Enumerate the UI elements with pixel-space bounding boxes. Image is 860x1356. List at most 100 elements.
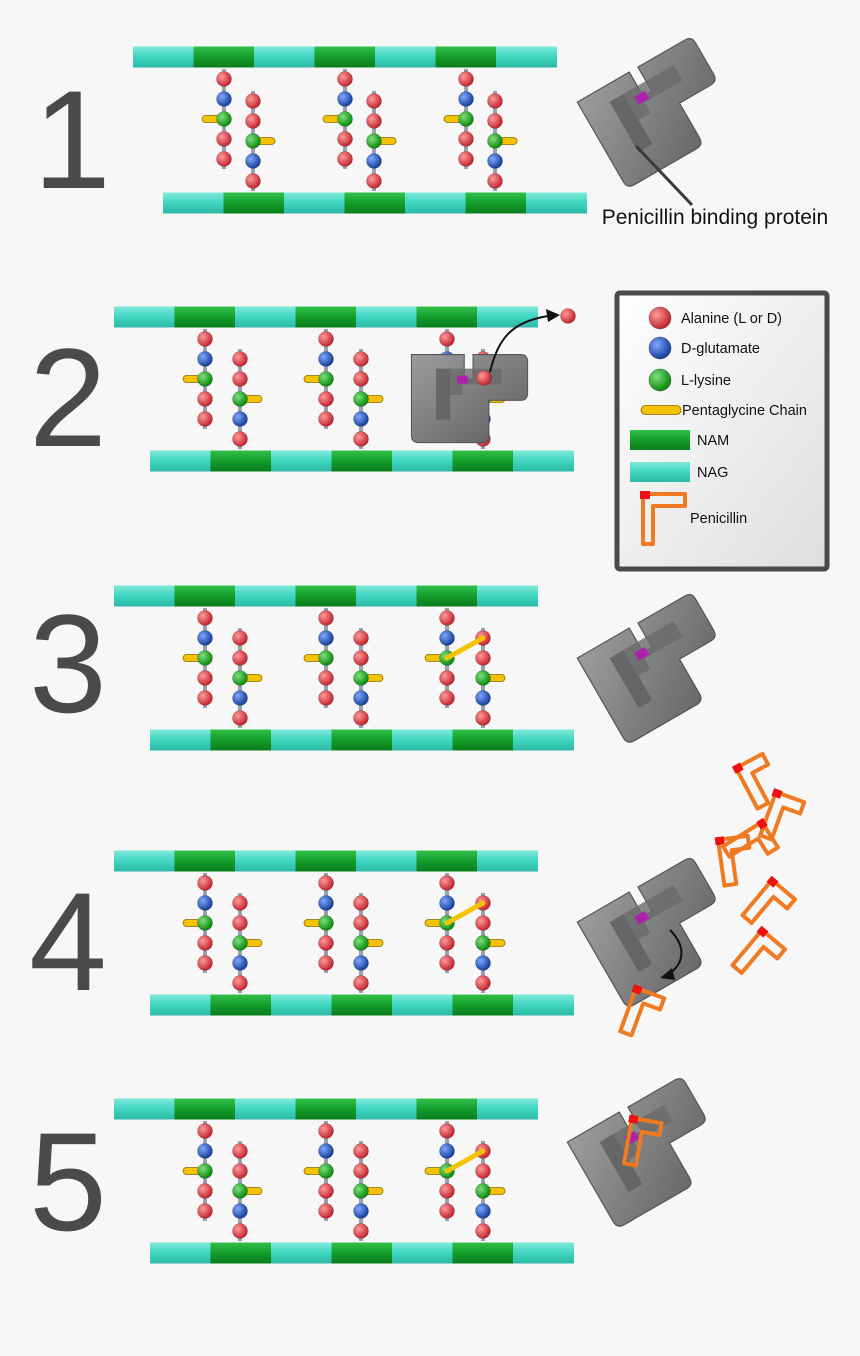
glycan-strand-top xyxy=(114,306,538,328)
alanine-bead xyxy=(475,1163,491,1179)
nag-segment xyxy=(513,450,574,472)
lysine-bead xyxy=(232,391,248,407)
alanine-bead xyxy=(439,331,455,347)
peptide-chain-lower xyxy=(475,628,506,728)
alanine-bead xyxy=(353,1163,369,1179)
peptide-chain-lower xyxy=(353,628,384,728)
glutamate-bead xyxy=(216,91,232,107)
glutamate-bead xyxy=(475,690,491,706)
nag-segment xyxy=(114,1098,175,1120)
nam-segment xyxy=(210,1242,272,1264)
lysine-bead xyxy=(232,935,248,951)
pbp-pocket xyxy=(623,64,683,120)
lysine-bead xyxy=(318,371,334,387)
binding-arrowhead xyxy=(660,968,675,980)
alanine-bead xyxy=(366,93,382,109)
nag-segment xyxy=(513,994,574,1016)
nag-segment xyxy=(284,192,345,214)
alanine-bead xyxy=(216,131,232,147)
nam-segment xyxy=(344,192,406,214)
legend-label: D-glutamate xyxy=(681,341,760,357)
alanine-bead xyxy=(232,895,248,911)
active-site xyxy=(634,910,650,925)
pbp-groove xyxy=(609,93,653,153)
lysine-bead xyxy=(337,111,353,127)
pbp-body xyxy=(576,38,716,187)
penicillin-body xyxy=(720,820,780,859)
penicillin-binding-protein-5 xyxy=(566,1078,706,1227)
alanine-bead xyxy=(197,1203,213,1219)
alanine-bead xyxy=(245,93,261,109)
nam-segment xyxy=(295,1098,357,1120)
glutamate-bead xyxy=(475,955,491,971)
glutamate-bead xyxy=(318,351,334,367)
glutamate-bead xyxy=(475,1203,491,1219)
glycan-strand-top xyxy=(133,46,557,68)
lysine-bead xyxy=(458,111,474,127)
glycan-strand-top xyxy=(114,585,538,607)
glutamate-bead xyxy=(353,1203,369,1219)
alanine-bead xyxy=(366,113,382,129)
nag-segment xyxy=(235,585,296,607)
penicillin-beta-lactam xyxy=(714,836,725,846)
glutamate-bead xyxy=(318,1143,334,1159)
alanine-bead xyxy=(318,875,334,891)
alanine-bead xyxy=(475,650,491,666)
pbp-pocket xyxy=(623,620,683,676)
alanine-bead xyxy=(439,610,455,626)
alanine-bead xyxy=(458,131,474,147)
peptide-chain-upper xyxy=(443,69,474,169)
alanine-bead xyxy=(439,1203,455,1219)
nag-segment xyxy=(526,192,587,214)
alanine-bead xyxy=(232,915,248,931)
peptide-chain-lower xyxy=(232,893,263,993)
nag-segment xyxy=(405,192,466,214)
alanine-bead xyxy=(318,690,334,706)
lysine-bead xyxy=(353,670,369,686)
lysine-bead xyxy=(475,670,491,686)
glycan-strand-bottom xyxy=(150,994,574,1016)
alanine-bead xyxy=(197,670,213,686)
alanine-bead xyxy=(232,1143,248,1159)
nag-segment xyxy=(477,1098,538,1120)
nam-segment xyxy=(331,994,393,1016)
legend-item: NAG xyxy=(630,462,728,482)
penicillin-molecule xyxy=(731,751,771,811)
alanine-bead xyxy=(439,690,455,706)
penicillin-molecule-bound xyxy=(622,1114,664,1168)
lysine-bead xyxy=(197,1163,213,1179)
peptide-chain-upper xyxy=(182,329,213,429)
peptide-chain-lower xyxy=(232,1141,263,1241)
alanine-bead xyxy=(439,935,455,951)
glycan-strand-top xyxy=(114,850,538,872)
glycan-strand-bottom xyxy=(150,729,574,751)
nag-segment xyxy=(477,306,538,328)
alanine-bead xyxy=(197,935,213,951)
legend-item: D-glutamate xyxy=(648,336,760,360)
lysine-bead xyxy=(353,1183,369,1199)
release-arrow xyxy=(489,315,549,373)
peptide-chain-lower xyxy=(475,893,506,993)
nam-segment xyxy=(452,729,514,751)
penicillin-icon xyxy=(640,491,687,546)
nag-segment xyxy=(235,306,296,328)
alanine-bead xyxy=(439,670,455,686)
step-number-5: 5 xyxy=(29,1103,107,1260)
alanine-bead xyxy=(232,630,248,646)
bound-alanine-bead xyxy=(476,370,492,386)
legend: Alanine (L or D)D-glutamateL-lysinePenta… xyxy=(614,290,830,572)
active-site xyxy=(457,375,468,384)
nag-segment xyxy=(114,306,175,328)
pbp-pocket xyxy=(623,884,683,940)
alanine-bead xyxy=(353,351,369,367)
alanine-bead xyxy=(353,630,369,646)
penicillin-molecule xyxy=(730,925,787,975)
penicillin-binding-protein-2 xyxy=(410,354,529,444)
lysine-bead xyxy=(232,670,248,686)
alanine-bead xyxy=(216,151,232,167)
lysine-bead xyxy=(353,391,369,407)
peptide-chain-lower xyxy=(487,91,518,191)
alanine-bead xyxy=(318,935,334,951)
peptide-chain-upper xyxy=(182,873,213,973)
step-number-2: 2 xyxy=(29,319,107,476)
